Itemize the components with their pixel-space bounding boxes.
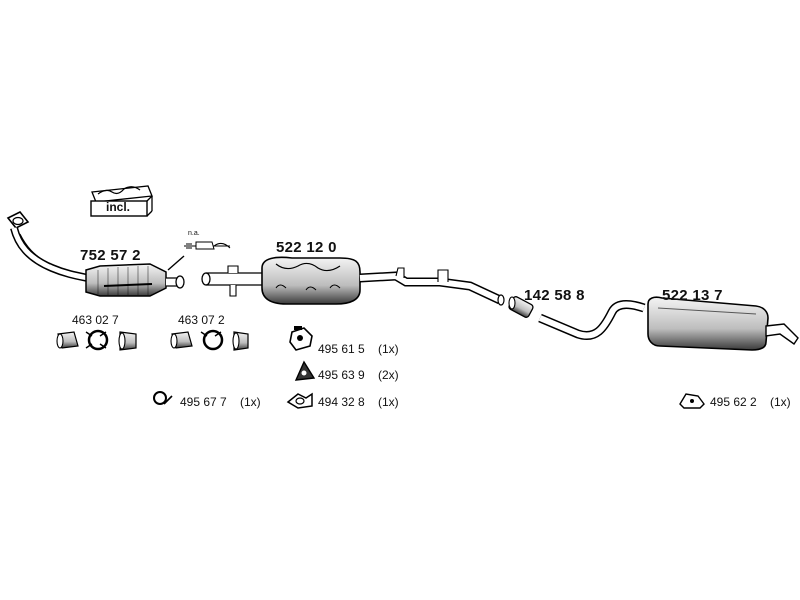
mount-part-number: 495 63 9 (318, 368, 365, 382)
front-silencer (261, 256, 361, 305)
catalytic-converter (85, 255, 185, 297)
mount-quantity: (2x) (378, 368, 399, 382)
mount-quantity: (1x) (240, 395, 261, 409)
mount-quantity: (1x) (378, 342, 399, 356)
pipe-clip-icon (153, 391, 173, 405)
included-kit-icon (90, 185, 153, 217)
rubber-mount-icon (289, 326, 313, 351)
clamp-set-b-part-number: 463 07 2 (178, 313, 225, 327)
bracket-mount-icon (286, 392, 313, 409)
connector-sleeve (508, 296, 534, 318)
not-available-label: n.a. (188, 230, 200, 237)
intermediate-pipe (201, 265, 266, 297)
mount-part-number: 494 32 8 (318, 395, 365, 409)
rear-silencer-part-number: 522 13 7 (662, 287, 723, 304)
mount-quantity: (1x) (770, 395, 791, 409)
rear-pipe (538, 300, 646, 340)
clamp-set-a-icon (56, 329, 137, 351)
front-silencer-part-number: 522 12 0 (276, 239, 337, 256)
rear-mount-icon (679, 393, 705, 409)
clamp-set-a-part-number: 463 02 7 (72, 313, 119, 327)
connector-part-number: 142 58 8 (524, 287, 585, 304)
middle-pipe (359, 267, 505, 306)
mount-part-number: 495 67 7 (180, 395, 227, 409)
front-downpipe (6, 210, 89, 282)
rear-silencer (647, 296, 799, 351)
clamp-set-b-icon (170, 329, 249, 351)
mount-part-number: 495 61 5 (318, 342, 365, 356)
triangle-mount-icon (294, 360, 316, 381)
included-label: incl. (106, 200, 131, 214)
mount-quantity: (1x) (378, 395, 399, 409)
mount-part-number: 495 62 2 (710, 395, 757, 409)
catalytic-converter-part-number: 752 57 2 (80, 247, 141, 264)
lambda-sensor-icon (184, 241, 231, 250)
